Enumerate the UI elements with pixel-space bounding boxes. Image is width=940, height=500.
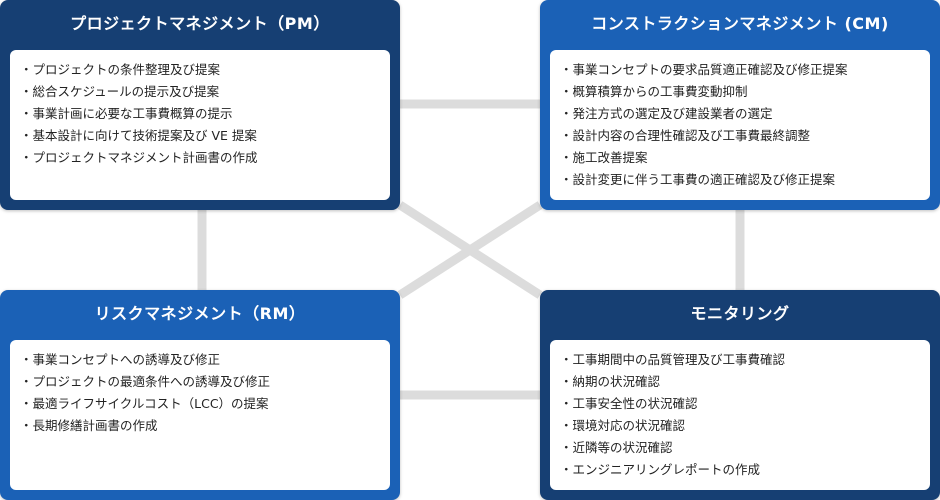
connector-diagonal-cm-rm xyxy=(397,201,543,299)
pm-box: プロジェクトマネジメント（PM） プロジェクトの条件整理及び提案 総合スケジュー… xyxy=(0,0,400,210)
monitoring-list: 工事期間中の品質管理及び工事費確認 納期の状況確認 工事安全性の状況確認 環境対… xyxy=(550,340,930,481)
list-item: 施工改善提案 xyxy=(560,147,930,169)
list-item: 設計変更に伴う工事費の適正確認及び修正提案 xyxy=(560,169,930,191)
pm-panel: プロジェクトの条件整理及び提案 総合スケジュールの提示及び提案 事業計画に必要な… xyxy=(10,50,390,200)
list-item: 長期修繕計画書の作成 xyxy=(20,415,390,437)
list-item: 設計内容の合理性確認及び工事費最終調整 xyxy=(560,125,930,147)
list-item: 最適ライフサイクルコスト（LCC）の提案 xyxy=(20,393,390,415)
list-item: 工事安全性の状況確認 xyxy=(560,393,930,415)
list-item: 環境対応の状況確認 xyxy=(560,415,930,437)
rm-panel: 事業コンセプトへの誘導及び修正 プロジェクトの最適条件への誘導及び修正 最適ライ… xyxy=(10,340,390,490)
list-item: 総合スケジュールの提示及び提案 xyxy=(20,81,390,103)
list-item: 事業コンセプトの要求品質適正確認及び修正提案 xyxy=(560,59,930,81)
list-item: 基本設計に向けて技術提案及び VE 提案 xyxy=(20,125,390,147)
cm-title: コンストラクションマネジメント (CM) xyxy=(591,14,889,33)
cm-list: 事業コンセプトの要求品質適正確認及び修正提案 概算積算からの工事費変動抑制 発注… xyxy=(550,50,930,191)
list-item: 事業計画に必要な工事費概算の提示 xyxy=(20,103,390,125)
rm-box: リスクマネジメント（RM） 事業コンセプトへの誘導及び修正 プロジェクトの最適条… xyxy=(0,290,400,500)
list-item: 納期の状況確認 xyxy=(560,371,930,393)
pm-title: プロジェクトマネジメント（PM） xyxy=(70,14,330,33)
list-item: プロジェクトマネジメント計画書の作成 xyxy=(20,147,390,169)
cm-panel: 事業コンセプトの要求品質適正確認及び修正提案 概算積算からの工事費変動抑制 発注… xyxy=(550,50,930,200)
list-item: エンジニアリングレポートの作成 xyxy=(560,459,930,481)
list-item: 近隣等の状況確認 xyxy=(560,437,930,459)
list-item: プロジェクトの最適条件への誘導及び修正 xyxy=(20,371,390,393)
rm-list: 事業コンセプトへの誘導及び修正 プロジェクトの最適条件への誘導及び修正 最適ライ… xyxy=(10,340,390,437)
pm-list: プロジェクトの条件整理及び提案 総合スケジュールの提示及び提案 事業計画に必要な… xyxy=(10,50,390,169)
list-item: 概算積算からの工事費変動抑制 xyxy=(560,81,930,103)
list-item: 事業コンセプトへの誘導及び修正 xyxy=(20,349,390,371)
list-item: プロジェクトの条件整理及び提案 xyxy=(20,59,390,81)
rm-title: リスクマネジメント（RM） xyxy=(94,304,306,323)
cm-box: コンストラクションマネジメント (CM) 事業コンセプトの要求品質適正確認及び修… xyxy=(540,0,940,210)
monitoring-title: モニタリング xyxy=(690,304,790,323)
list-item: 発注方式の選定及び建設業者の選定 xyxy=(560,103,930,125)
monitoring-box: モニタリング 工事期間中の品質管理及び工事費確認 納期の状況確認 工事安全性の状… xyxy=(540,290,940,500)
list-item: 工事期間中の品質管理及び工事費確認 xyxy=(560,349,930,371)
monitoring-panel: 工事期間中の品質管理及び工事費確認 納期の状況確認 工事安全性の状況確認 環境対… xyxy=(550,340,930,490)
